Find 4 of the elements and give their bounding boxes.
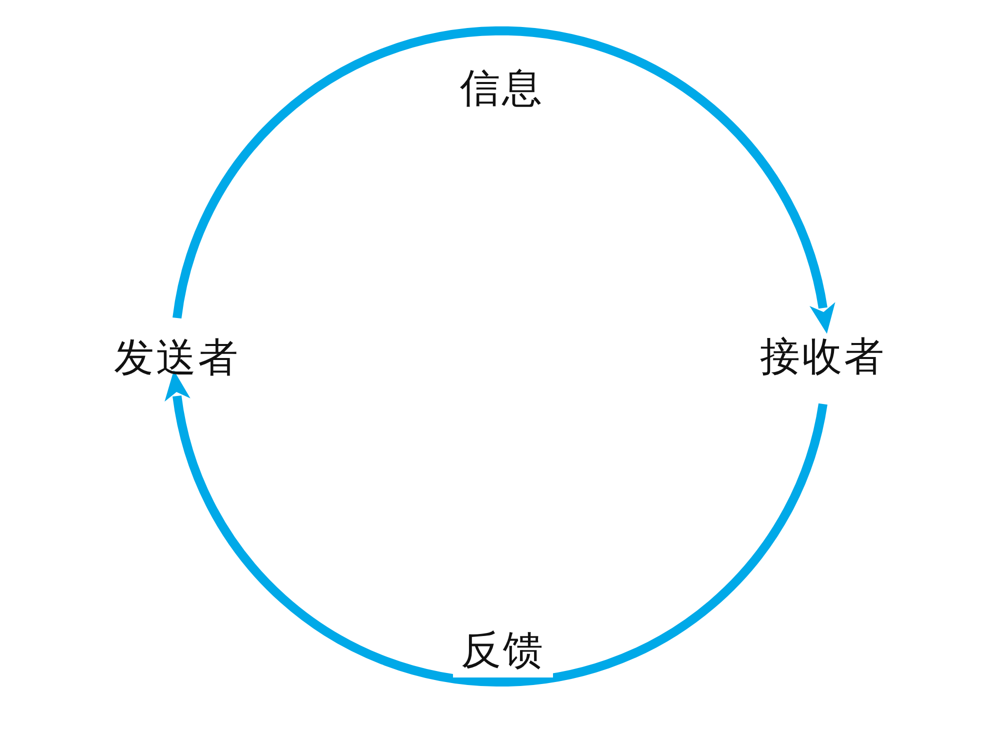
node-label: 接收者	[760, 332, 886, 382]
node-label: 发送者	[114, 334, 240, 382]
curved-arrow	[164, 370, 828, 686]
curved-arrow	[172, 26, 835, 334]
